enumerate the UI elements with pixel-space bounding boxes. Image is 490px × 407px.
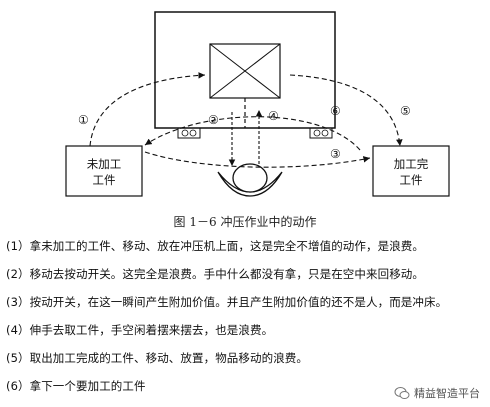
unprocessed-box xyxy=(65,145,143,197)
processed-label-line1: 加工完 xyxy=(394,157,429,171)
step-3: (3）按动开关，在这一瞬间产生附加价值。并且产生附加价值的还不是人，而是冲床。 xyxy=(6,295,448,309)
press-die xyxy=(209,43,281,99)
step-4: (4）伸手去取工件，手空闲着摆来摆去，也是浪费。 xyxy=(6,323,274,337)
figure-caption: 图 1－6 冲压作业中的动作 xyxy=(173,215,317,229)
watermark-text: 精益智造平台 xyxy=(414,387,480,400)
right-switch xyxy=(309,127,333,139)
unprocessed-label-line1: 未加工 xyxy=(87,157,122,171)
unprocessed-label-line2: 工件 xyxy=(93,173,116,187)
marker-4: ④ xyxy=(268,109,279,123)
press-operation-diagram: 未加工 工件 加工完 工件 ① ② ④ ⑥ ⑤ ③ xyxy=(65,11,450,197)
press-machine xyxy=(154,11,336,129)
watermark: 精益智造平台 xyxy=(394,385,480,401)
processed-box xyxy=(372,145,450,197)
marker-1: ① xyxy=(78,113,89,127)
marker-2: ② xyxy=(208,113,219,127)
wechat-icon xyxy=(394,387,410,399)
step-1: (1）拿未加工的工件、移动、放在冲压机上面，这是完全不增值的动作，是浪费。 xyxy=(6,239,424,253)
left-switch xyxy=(177,127,201,139)
arrow-step-1 xyxy=(89,72,206,147)
marker-6: ⑥ xyxy=(330,104,341,118)
marker-3: ③ xyxy=(330,147,341,161)
processed-label-line2: 工件 xyxy=(400,173,423,187)
step-5: (5）取出加工完成的工件、移动、放置，物品移动的浪费。 xyxy=(6,351,308,365)
marker-5: ⑤ xyxy=(400,104,411,118)
arrow-step-5 xyxy=(289,74,403,147)
step-2: (2）移动去按动开关。这完全是浪费。手中什么都没有拿，只是在空中来回移动。 xyxy=(6,267,424,281)
arrow-step-3 xyxy=(144,151,371,168)
step-6: (6）拿下一个要加工的工件 xyxy=(6,379,146,393)
arrow-step-6 xyxy=(144,116,361,151)
operator xyxy=(217,163,283,197)
